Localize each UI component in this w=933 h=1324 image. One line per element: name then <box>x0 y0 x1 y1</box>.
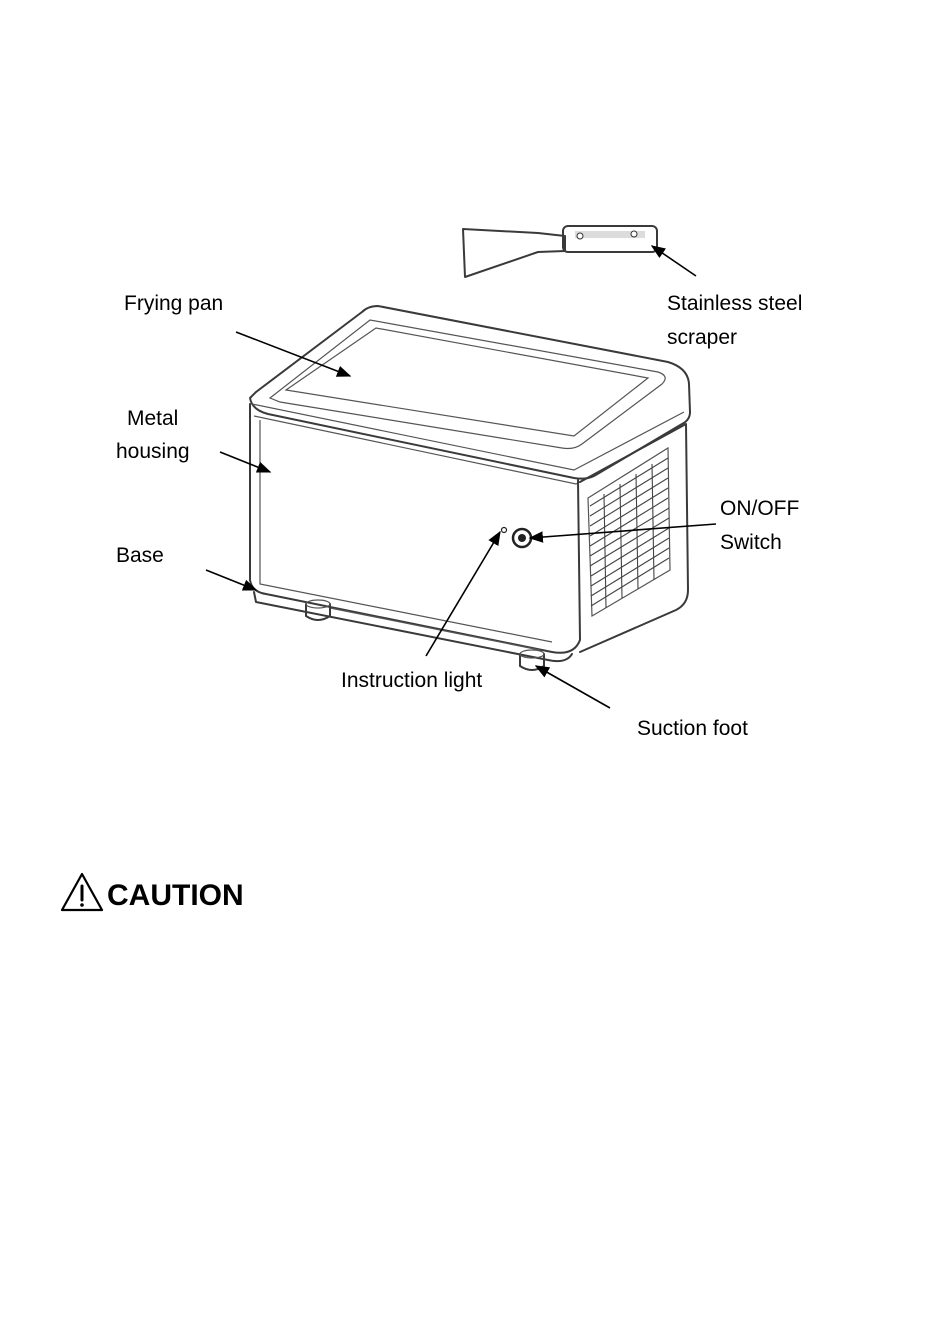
warning-triangle-icon <box>62 874 102 910</box>
caution-heading: CAUTION <box>107 879 244 912</box>
housing-label-line1: Metal <box>127 407 178 430</box>
instruction-light <box>502 528 507 533</box>
base-label: Base <box>116 544 164 567</box>
frying-pan-label: Frying pan <box>124 292 223 315</box>
switch-label-line2: Switch <box>720 531 782 554</box>
scraper-label-line2: scraper <box>667 326 737 349</box>
scraper-illustration <box>463 226 657 277</box>
housing-label-line2: housing <box>116 440 190 463</box>
switch-label-line1: ON/OFF <box>720 497 799 520</box>
scraper-label-line1: Stainless steel <box>667 292 802 315</box>
leader-lines <box>206 246 716 708</box>
suction-foot-label: Suction foot <box>637 717 748 740</box>
on-off-switch <box>513 529 531 547</box>
instruction-light-label: Instruction light <box>341 669 482 692</box>
suction-foot-right <box>520 650 544 670</box>
appliance-illustration <box>250 306 690 670</box>
